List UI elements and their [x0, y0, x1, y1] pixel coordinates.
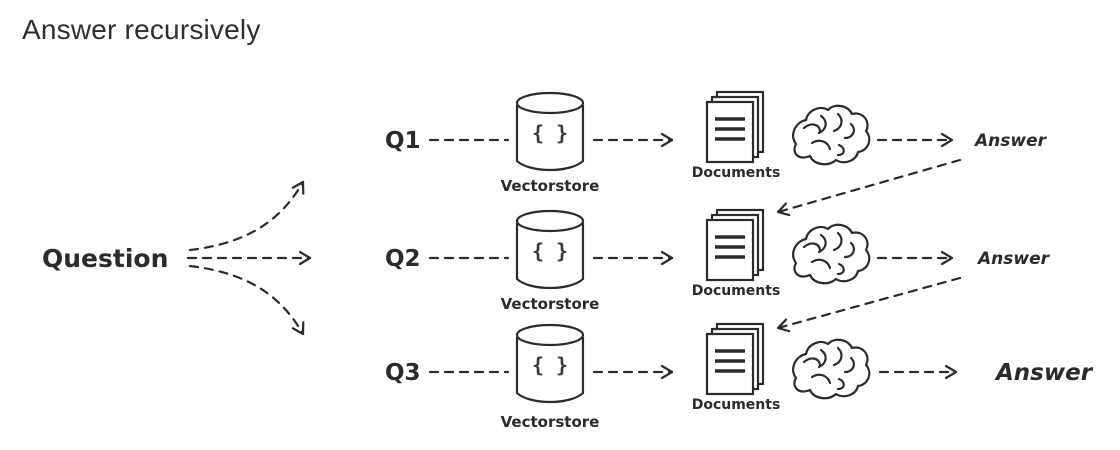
- brain-icon-3: [792, 338, 871, 400]
- documents-icon-2: [705, 208, 765, 282]
- question-label: Question: [42, 244, 168, 273]
- documents-label-1: Documents: [692, 165, 781, 181]
- q2-label: Q2: [385, 246, 421, 272]
- answer-label-1: Answer: [973, 131, 1048, 151]
- brain-icon-1: [792, 104, 871, 166]
- vectorstore-label-3: Vectorstore: [501, 413, 600, 431]
- page-title: Answer recursively: [22, 14, 261, 45]
- arrow-answer1-to-documents2: [776, 158, 962, 217]
- documents-label-2: Documents: [692, 283, 781, 299]
- vectorstore-glyph-1: { }: [532, 121, 568, 145]
- arrow-question-to-q1: [188, 180, 305, 252]
- q3-label: Q3: [385, 360, 421, 386]
- vectorstore-label-1: Vectorstore: [501, 177, 600, 195]
- arrow-answer2-to-documents3: [776, 276, 962, 333]
- brain-icon-2: [792, 223, 871, 285]
- documents-icon-1: [705, 90, 765, 164]
- answer-label-2: Answer: [976, 249, 1051, 269]
- q1-label: Q1: [385, 128, 421, 154]
- documents-icon-3: [705, 322, 765, 396]
- vectorstore-glyph-3: { }: [532, 353, 568, 377]
- vectorstore-label-2: Vectorstore: [501, 295, 600, 313]
- arrow-question-to-q3: [188, 264, 305, 336]
- documents-label-3: Documents: [692, 397, 781, 413]
- answer-label-3: Answer: [994, 360, 1094, 386]
- vectorstore-glyph-2: { }: [532, 239, 568, 263]
